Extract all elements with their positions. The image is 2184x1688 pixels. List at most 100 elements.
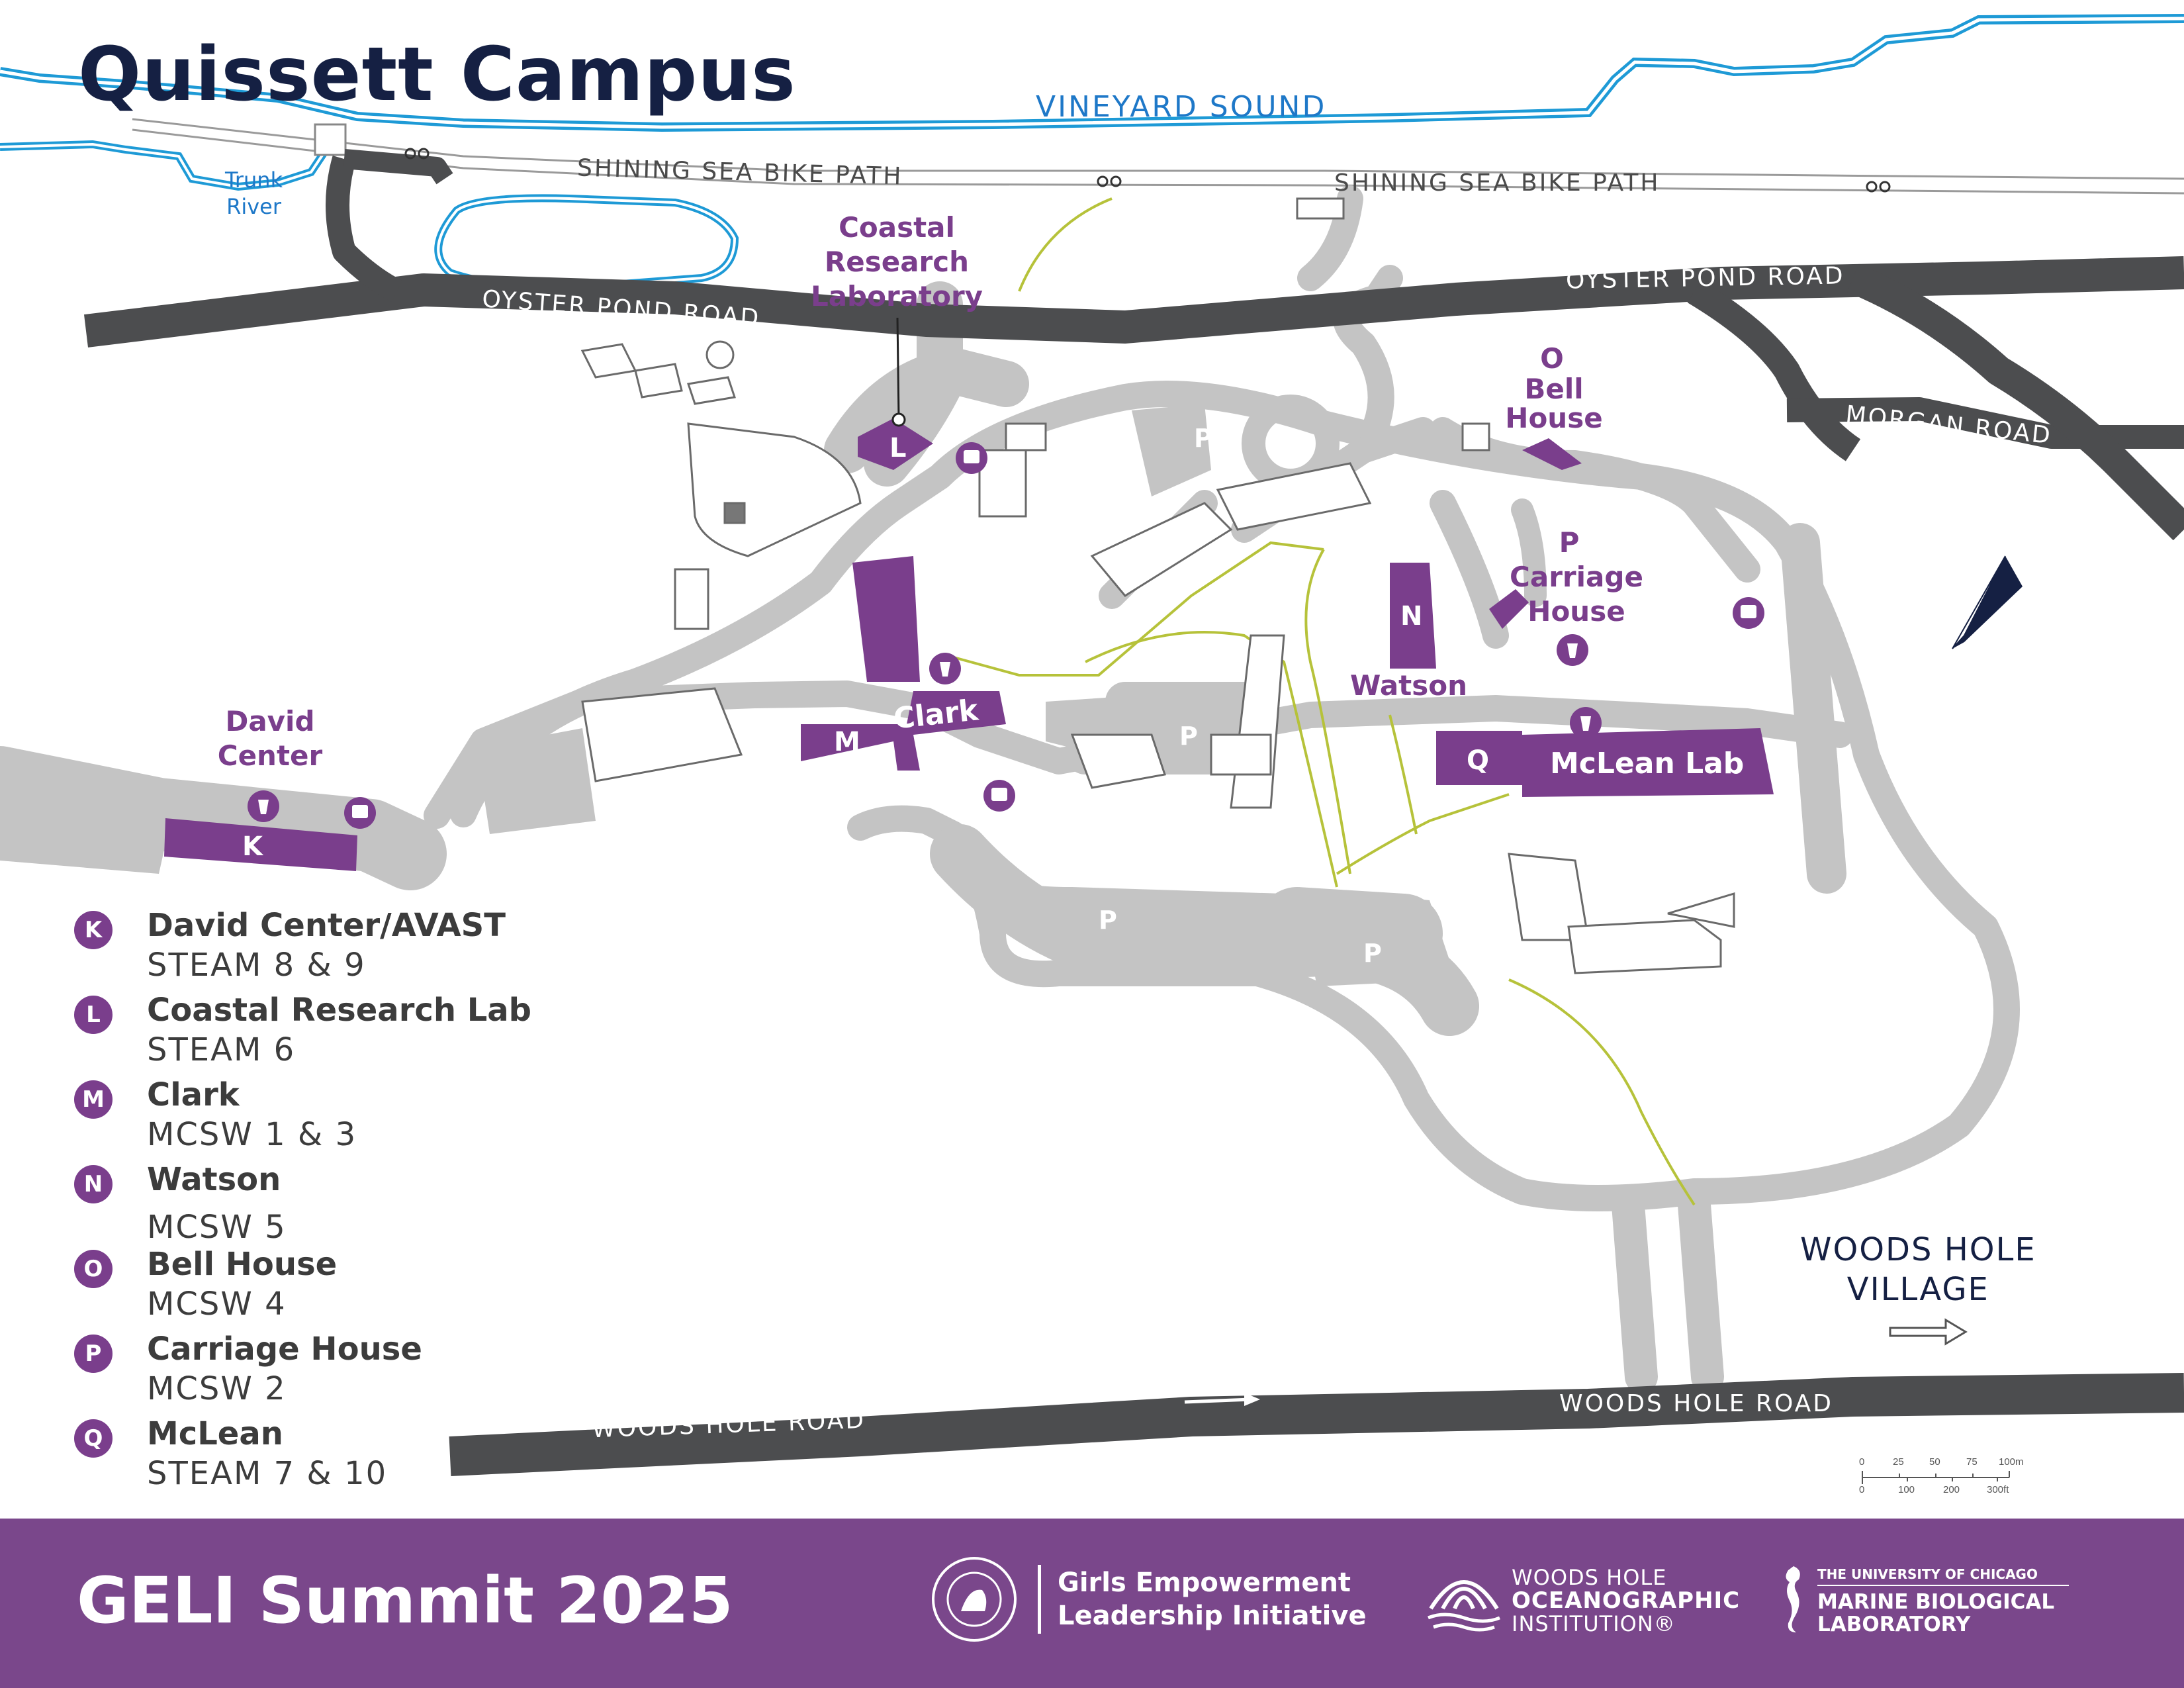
label-david-center: David Center: [217, 705, 323, 772]
seahorse-logo: [1786, 1566, 1800, 1632]
bike-path: [132, 118, 2184, 195]
legend-marker: O: [74, 1250, 113, 1288]
campus-map: [0, 14, 2184, 1484]
bike-icon: [1097, 175, 1109, 187]
event-title: GELI Summit 2025: [77, 1564, 733, 1638]
legend-detail: STEAM 8 & 9: [147, 947, 366, 984]
legend-marker: N: [74, 1165, 113, 1203]
building-clark-north: [852, 556, 920, 682]
bike-icons: [404, 148, 1891, 193]
bridge: [314, 123, 347, 156]
scale-m-100: 100m: [1999, 1456, 2024, 1468]
marker-k: K: [242, 831, 263, 862]
legend-detail: MCSW 5: [147, 1209, 287, 1246]
arrow-east: [1184, 1397, 1251, 1404]
other-buildings: [580, 197, 1735, 974]
coastal-leader: [896, 317, 900, 419]
parking-label: P: [1179, 722, 1198, 751]
building-mclean-q: [1436, 731, 1522, 785]
legend-detail: MCSW 2: [147, 1370, 287, 1407]
legend-name: Watson: [147, 1161, 281, 1198]
marker-l: L: [889, 433, 907, 463]
label-coastal-research-lab: Coastal Research Laboratory: [810, 211, 983, 312]
logo-divider: [1038, 1565, 1041, 1634]
parking-label: P: [1099, 906, 1117, 935]
parking-lots: [0, 404, 1456, 986]
shoreline: [0, 14, 2184, 291]
legend-marker: M: [74, 1080, 113, 1119]
building-bell-house: [1522, 438, 1582, 470]
legend-name: David Center/AVAST: [147, 907, 506, 944]
partner-whoi-line2: OCEANOGRAPHIC: [1512, 1587, 1741, 1614]
scale-ft-100: 100: [1898, 1484, 1915, 1495]
scale-ft-200: 200: [1943, 1484, 1960, 1495]
refill-icons: [248, 634, 1602, 822]
label-mclean-lab: McLean Lab: [1550, 747, 1745, 780]
bike-icon: [404, 148, 416, 160]
building-clark: [801, 691, 1006, 771]
label-carriage-house-letter: P: [1559, 526, 1580, 559]
label-watson: Watson: [1350, 669, 1468, 702]
partner-geli-line1: Girls Empowerment: [1058, 1568, 1351, 1598]
label-oyster-pond-2: OYSTER POND ROAD: [1565, 262, 1845, 295]
partner-geli-line2: Leadership Initiative: [1058, 1601, 1367, 1631]
legend: K David Center/AVAST STEAM 8 & 9 L Coast…: [74, 907, 604, 1500]
legend-name: Coastal Research Lab: [147, 992, 532, 1029]
legend-name: Bell House: [147, 1246, 338, 1283]
label-woods-hole-village: WOODS HOLE VILLAGE: [1800, 1231, 2036, 1308]
label-bell-house: Bell House: [1505, 373, 1603, 434]
partner-mbl-line1: THE UNIVERSITY OF CHICAGO: [1817, 1566, 2038, 1582]
legend-item: O Bell House MCSW 4: [74, 1246, 604, 1331]
major-roads: [83, 149, 2184, 1476]
village-arrow-icon: [1889, 1318, 1968, 1346]
mbl-divider: [1817, 1585, 2069, 1586]
legend-marker: K: [74, 911, 113, 949]
scale-m-75: 75: [1966, 1456, 1978, 1468]
legend-marker: P: [74, 1335, 113, 1373]
label-woods-hole-road-2: WOODS HOLE ROAD: [1559, 1390, 1833, 1417]
parking-label: P: [1363, 939, 1382, 968]
marker-q: Q: [1467, 745, 1490, 776]
trails: [946, 197, 1696, 1206]
building-mclean: [1522, 728, 1774, 797]
label-carriage-house: Carriage House: [1510, 561, 1643, 628]
legend-detail: STEAM 6: [147, 1031, 296, 1068]
legend-detail: STEAM 7 & 10: [147, 1455, 388, 1492]
building-coastal-lab: [858, 418, 933, 470]
commission-seal-logo: [932, 1557, 1017, 1642]
footer-banner: GELI Summit 2025 Girls Empowerment Leade…: [0, 1519, 2184, 1688]
legend-detail: MCSW 4: [147, 1286, 287, 1323]
partner-whoi-line3: INSTITUTION®: [1512, 1611, 1676, 1636]
north-arrow-icon: [1952, 555, 2023, 649]
building-carriage-house: [1489, 589, 1529, 629]
partner-mbl-line3: LABORATORY: [1817, 1613, 1971, 1636]
scale-ft-0: 0: [1859, 1484, 1865, 1495]
scale-bar: [1862, 1471, 2010, 1484]
legend-item: L Coastal Research Lab STEAM 6: [74, 992, 604, 1076]
label-bell-house-letter: O: [1540, 342, 1564, 375]
bike-icon: [1866, 181, 1878, 193]
legend-marker: L: [74, 996, 113, 1034]
legend-marker: Q: [74, 1419, 113, 1458]
marker-n: N: [1400, 601, 1423, 632]
scale-m-25: 25: [1893, 1456, 1904, 1468]
partner-whoi-line1: WOODS HOLE: [1512, 1565, 1667, 1590]
partner-mbl-line2: MARINE BIOLOGICAL: [1817, 1590, 2055, 1614]
ballfield: [674, 340, 1027, 630]
legend-item: M Clark MCSW 1 & 3: [74, 1076, 604, 1161]
scale-m-0: 0: [1859, 1456, 1865, 1468]
parking-label: P: [1194, 424, 1212, 453]
scale-ft-300: 300ft: [1987, 1484, 2009, 1495]
legend-item: P Carriage House MCSW 2: [74, 1331, 604, 1415]
arrow-east-head: [1244, 1393, 1260, 1406]
label-vineyard-sound: VINEYARD SOUND: [1036, 90, 1327, 124]
scale-m-50: 50: [1929, 1456, 1940, 1468]
label-bike-path-2: SHINING SEA BIKE PATH: [1334, 169, 1661, 197]
legend-detail: MCSW 1 & 3: [147, 1116, 357, 1153]
marker-m: M: [834, 727, 860, 757]
bus-icons: [344, 442, 1764, 829]
legend-item: Q McLean STEAM 7 & 10: [74, 1415, 604, 1500]
label-trunk-river: Trunk River: [225, 167, 283, 219]
legend-name: Carriage House: [147, 1331, 422, 1368]
legend-name: Clark: [147, 1076, 240, 1113]
